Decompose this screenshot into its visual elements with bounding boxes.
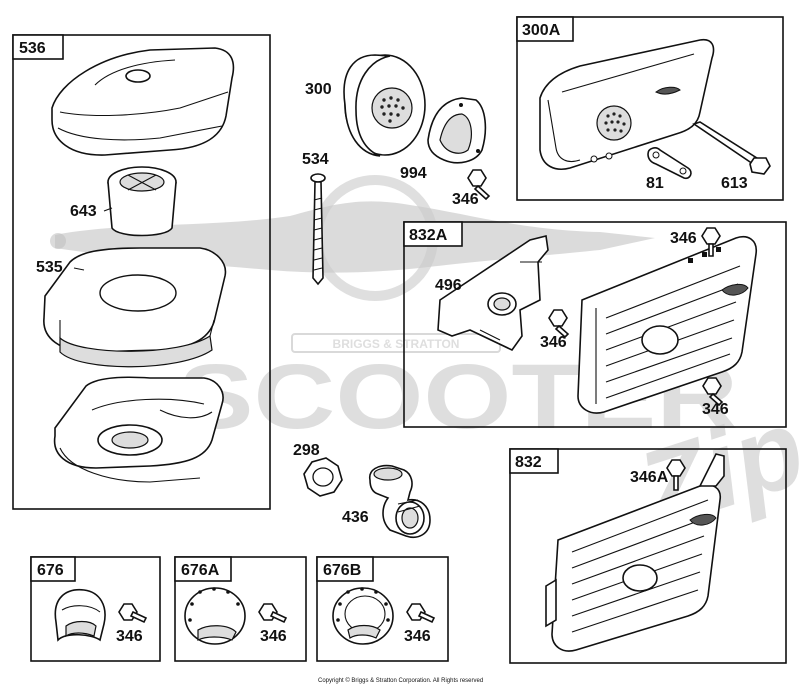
label-994: 994 xyxy=(400,165,427,182)
muffler-300A-icon xyxy=(539,38,715,170)
lock-nut-298-icon xyxy=(303,457,343,497)
box-300A-frame xyxy=(516,16,784,201)
box-676-title: 676 xyxy=(37,562,64,579)
box-832-frame xyxy=(509,448,787,664)
box-676A-title: 676A xyxy=(181,562,220,579)
deflector-994-icon xyxy=(427,97,487,164)
label-298: 298 xyxy=(293,442,320,459)
muffler-300-icon xyxy=(343,54,426,157)
label-346-top: 346 xyxy=(452,191,479,208)
label-346-676B: 346 xyxy=(404,628,431,645)
box-676B: 676B 346 xyxy=(316,556,449,662)
box-676: 676 346 xyxy=(30,556,161,662)
box-536: 536 643 535 xyxy=(12,34,271,510)
box-676A-frame xyxy=(174,556,307,662)
tab-washer-81-icon xyxy=(647,147,692,180)
label-535: 535 xyxy=(36,259,63,276)
screw-346A-icon xyxy=(666,459,686,491)
box-832A: 832A 496 346 xyxy=(403,221,787,428)
box-832A-frame xyxy=(403,221,787,428)
screw-346-676A-icon xyxy=(258,603,288,624)
label-346A: 346A xyxy=(630,469,669,486)
heat-shield-496-icon xyxy=(437,235,549,352)
air-cleaner-base-icon xyxy=(53,376,224,483)
screw-346-832a-bot-icon xyxy=(702,377,724,407)
box-832-title: 832 xyxy=(515,454,542,471)
copyright-notice: Copyright © Briggs & Stratton Corporatio… xyxy=(318,677,483,684)
label-346-676: 346 xyxy=(116,628,143,645)
label-300: 300 xyxy=(305,81,332,98)
screw-346-676B-icon xyxy=(406,603,436,624)
deflector-676-icon xyxy=(54,589,106,642)
box-676A: 676A 346 xyxy=(174,556,307,662)
foam-element-535-icon xyxy=(43,247,227,368)
label-346-832a-top: 346 xyxy=(670,230,697,247)
air-cleaner-cover-icon xyxy=(51,47,235,156)
box-536-frame xyxy=(12,34,271,510)
label-436: 436 xyxy=(342,509,369,526)
box-832: 832 346A xyxy=(509,448,787,664)
elbow-pipe-436-icon xyxy=(368,464,431,538)
label-81: 81 xyxy=(646,175,664,192)
guarded-muffler-832A-icon xyxy=(577,236,758,414)
label-496: 496 xyxy=(435,277,462,294)
screw-346-832a-mid-icon xyxy=(548,309,570,339)
box-536-title: 536 xyxy=(19,40,46,57)
box-300A: 300A 81 613 xyxy=(516,16,784,201)
screw-346-top-icon xyxy=(467,169,491,201)
label-346-832a-mid: 346 xyxy=(540,334,567,351)
box-832A-title: 832A xyxy=(409,227,448,244)
filter-adapter-643-icon xyxy=(107,166,177,237)
box-676-frame xyxy=(30,556,161,662)
box-300A-title: 300A xyxy=(522,22,561,39)
watermark-brand: BRIGGS & STRATTON xyxy=(333,337,460,351)
label-346-676A: 346 xyxy=(260,628,287,645)
box-676B-frame xyxy=(316,556,449,662)
label-643: 643 xyxy=(70,203,97,220)
screw-346-676-icon xyxy=(118,603,148,624)
bolt-613-icon xyxy=(692,121,771,175)
deflector-676A-icon xyxy=(184,587,246,645)
label-534: 534 xyxy=(302,151,329,168)
label-346-832a-bot: 346 xyxy=(702,401,729,418)
screw-534-icon xyxy=(310,173,326,286)
box-676B-title: 676B xyxy=(323,562,361,579)
deflector-676B-icon xyxy=(332,587,394,645)
label-613: 613 xyxy=(721,175,748,192)
screw-346-832a-top-icon xyxy=(701,227,721,257)
guarded-muffler-832-icon xyxy=(545,453,725,652)
